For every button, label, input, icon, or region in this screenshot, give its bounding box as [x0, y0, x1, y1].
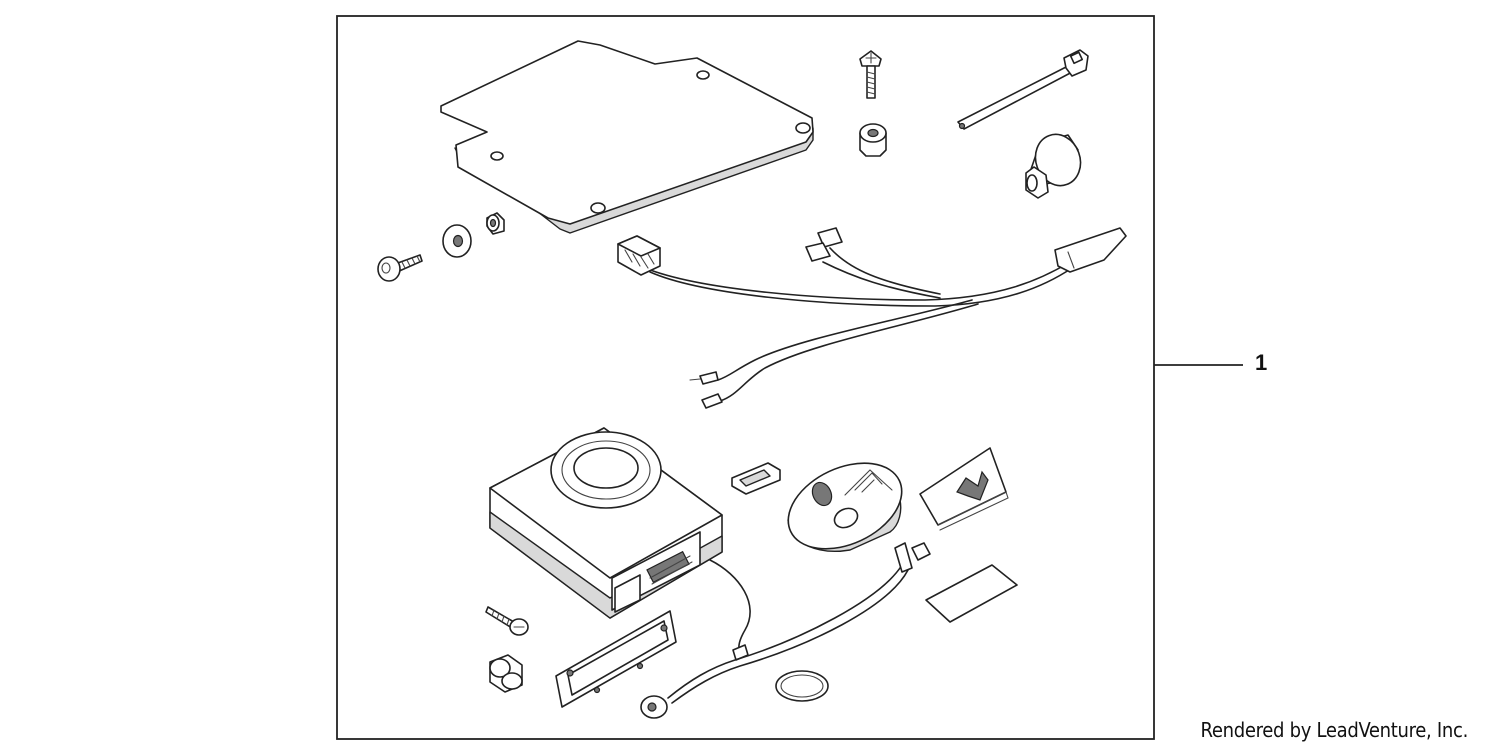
o-ring	[775, 670, 829, 702]
tapping-screw	[485, 606, 529, 636]
flange-bolt	[377, 254, 423, 282]
mounting-bracket-plate	[440, 40, 814, 234]
rubber-mount	[489, 654, 523, 693]
wiring-harness	[617, 227, 1127, 409]
gasket-seal	[555, 610, 677, 708]
callout-number: 1	[1255, 350, 1268, 375]
sensor-lead	[640, 542, 931, 719]
collar	[486, 212, 505, 235]
kit-frame	[336, 15, 1155, 740]
adhesive-label	[925, 564, 1018, 623]
grommet	[859, 123, 887, 157]
alarm-siren-unit	[489, 427, 751, 661]
render-credit: Rendered by LeadVenture, Inc.	[1200, 718, 1469, 742]
key-clip	[731, 462, 781, 495]
instruction-booklet	[919, 447, 1009, 531]
cable-tie	[957, 49, 1089, 130]
rubber-boot	[1025, 133, 1082, 199]
key-fob-remote	[787, 462, 903, 552]
plain-washer	[442, 224, 472, 258]
pan-head-screw	[859, 50, 882, 99]
